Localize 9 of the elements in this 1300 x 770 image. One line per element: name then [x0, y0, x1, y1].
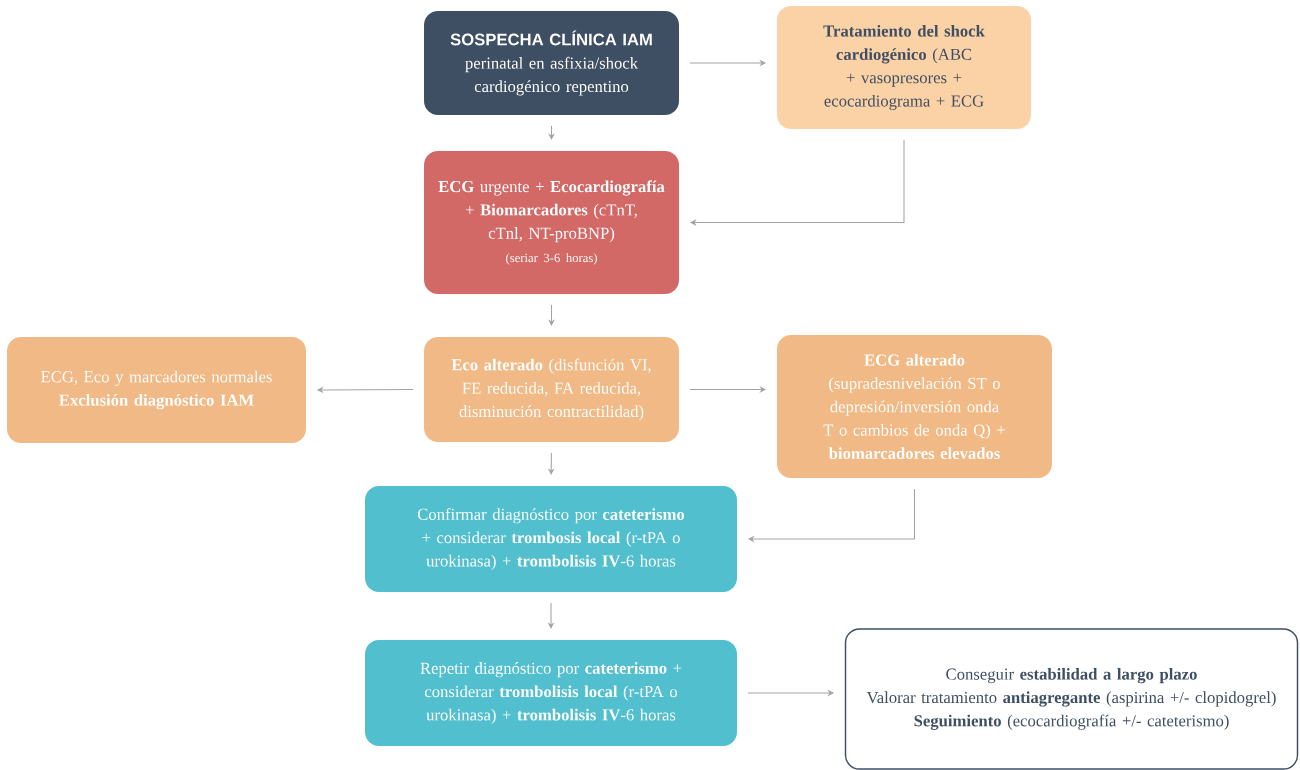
process-box: Repetir diagnóstico por cateterismo + considerar trombolisis local (r-tPA o urokinasa) + trombolisis IV-6 horas: [365, 640, 737, 746]
process-box: Tratamiento del shock cardiogénico (ABC + vasopresores + ecocardiograma + ECG: [777, 6, 1031, 129]
process-box: ECG alterado (supradesnivelación ST o depresión/inversión onda T o cambios de onda Q) + biomarcadores elevados: [777, 335, 1052, 478]
process-box: Confirmar diagnóstico por cateterismo + considerar trombosis local (r-tPA o urokinasa) + trombolisis IV-6 horas: [365, 486, 737, 592]
process-box: Eco alterado (disfunción VI, FE reducida, FA reducida, disminución contractilidad): [424, 337, 679, 442]
process-box: ECG, Eco y marcadores normales Exclusión diagnóstico IAM: [7, 337, 306, 443]
process-box: ECG urgente + Ecocardiografía + Biomarcadores (cTnT, cTnl, NT-proBNP) (seriar 3-6 horas): [424, 151, 679, 294]
process-box: SOSPECHA CLÍNICA IAM perinatal en asfixia/shock cardiogénico repentino: [424, 11, 679, 115]
outcome-box: Conseguir estabilidad a largo plazo Valorar tratamiento antiagregante (aspirina +/- clopidogrel) Seguimiento (ecocardiografía +/- cateterismo): [844, 628, 1299, 770]
